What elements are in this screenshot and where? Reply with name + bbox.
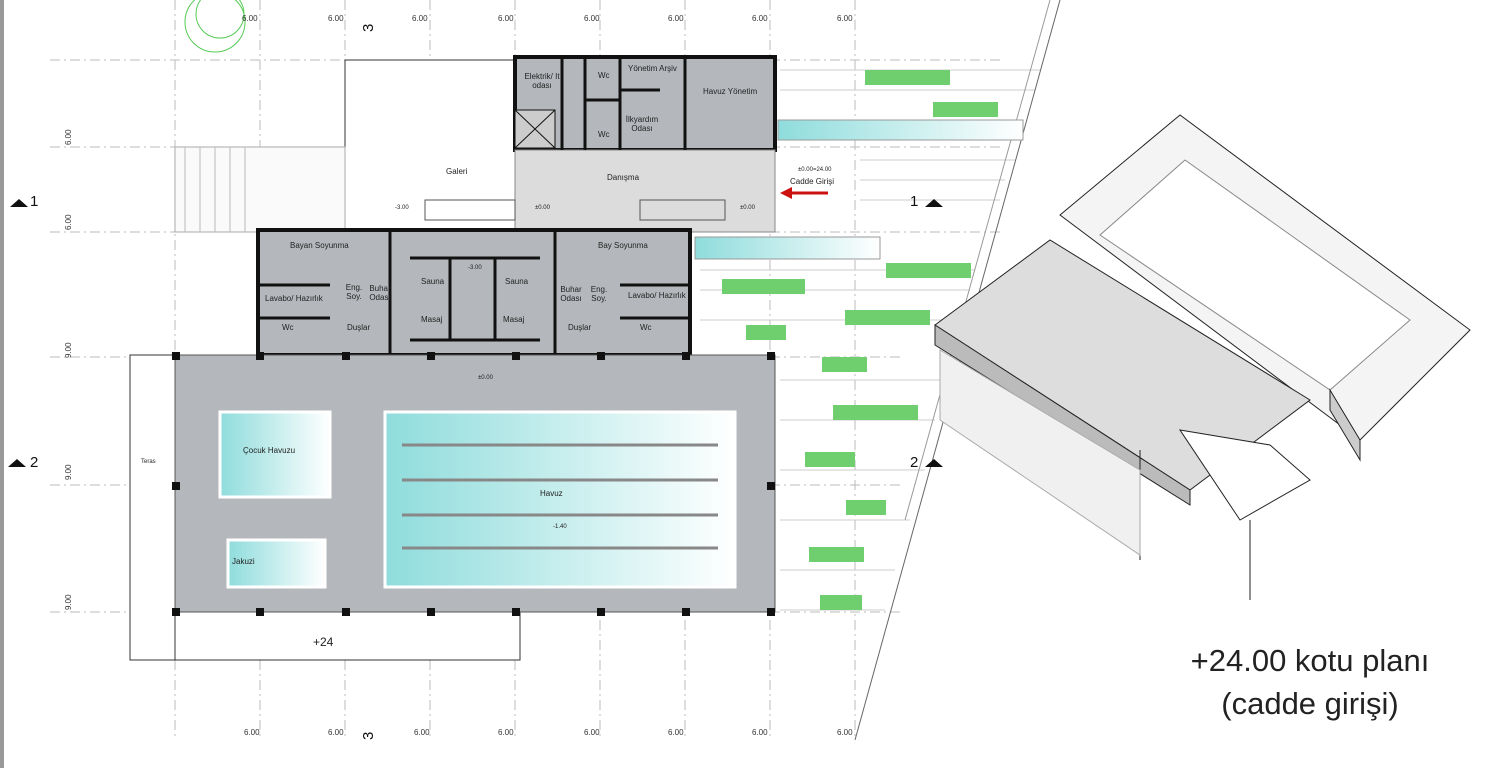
room-danisma: Danışma xyxy=(607,173,640,182)
dim-top: 6.00 xyxy=(668,14,684,23)
section-marker-2: 2 xyxy=(910,454,919,471)
dim-left: 6.00 xyxy=(64,129,73,145)
room-teras: Teras xyxy=(141,459,156,465)
dim-left: 9.00 xyxy=(64,594,73,610)
room-eng-soy: Eng. Soy. xyxy=(345,283,363,301)
level-marker: ±0.00 xyxy=(535,205,550,211)
dim-bottom: 6.00 xyxy=(498,728,514,737)
level-marker: -1.40 xyxy=(553,524,567,530)
room-lavabo: Lavabo/ Hazırlık xyxy=(265,294,323,303)
room-ilkyardim: İlkyardım Odası xyxy=(625,115,659,133)
cadde-girisi-label: Cadde Girişi xyxy=(790,177,835,186)
room-wc: Wc xyxy=(640,323,652,332)
room-arsiv: Yönetim Arşiv xyxy=(628,64,677,73)
room-jakuzi: Jakuzi xyxy=(232,557,255,566)
dim-bottom: 6.00 xyxy=(584,728,600,737)
room-buhar: Buhar Odası xyxy=(560,285,582,303)
dim-left: 6.00 xyxy=(64,214,73,230)
level-marker: -3.00 xyxy=(395,205,409,211)
dim-bottom: 6.00 xyxy=(328,728,344,737)
dim-top: 6.00 xyxy=(412,14,428,23)
section-marker-3: 3 xyxy=(360,23,377,32)
level-marker: ±0.00 xyxy=(478,375,493,381)
room-sauna: Sauna xyxy=(421,277,445,286)
plan-title: +24.00 kotu planı xyxy=(1190,643,1430,678)
room-duslar: Duşlar xyxy=(568,323,592,332)
room-wc: Wc xyxy=(598,71,610,80)
room-masaj: Masaj xyxy=(421,315,443,324)
isometric-view xyxy=(934,114,1471,600)
room-sauna: Sauna xyxy=(505,277,529,286)
room-cocuk-havuzu: Çocuk Havuzu xyxy=(243,446,296,455)
section-marker-2: 2 xyxy=(30,454,39,471)
room-eng-soy: Eng. Soy. xyxy=(590,285,608,303)
dim-top: 6.00 xyxy=(242,14,258,23)
room-havuz-yonetim: Havuz Yönetim xyxy=(703,87,758,96)
dim-bottom: 6.00 xyxy=(837,728,853,737)
room-havuz: Havuz xyxy=(540,489,563,498)
dim-bottom: 6.00 xyxy=(414,728,430,737)
section-marker-3: 3 xyxy=(360,731,377,740)
dim-top: 6.00 xyxy=(837,14,853,23)
room-wc: Wc xyxy=(282,323,294,332)
room-galeri: Galeri xyxy=(446,167,468,176)
level-marker: ±0.00 xyxy=(740,205,755,211)
room-wc: Wc xyxy=(598,130,610,139)
dim-top: 6.00 xyxy=(584,14,600,23)
dim-left: 9.00 xyxy=(64,342,73,358)
level-entry: ±0.00=24.00 xyxy=(798,167,832,173)
dim-left: 9.00 xyxy=(64,464,73,480)
room-bayan-soyunma: Bayan Soyunma xyxy=(290,241,349,250)
section-marker-1: 1 xyxy=(30,193,39,210)
dim-top: 6.00 xyxy=(328,14,344,23)
level-marker: -3.00 xyxy=(468,265,482,271)
room-duslar: Duşlar xyxy=(347,323,371,332)
level-plus24: +24 xyxy=(313,635,334,649)
dim-bottom: 6.00 xyxy=(668,728,684,737)
room-elektrik: Elektrik/ It odası xyxy=(524,72,560,90)
dim-bottom: 6.00 xyxy=(244,728,260,737)
dim-top: 6.00 xyxy=(752,14,768,23)
room-masaj: Masaj xyxy=(503,315,525,324)
plan-subtitle: (cadde girişi) xyxy=(1221,686,1399,721)
dim-top: 6.00 xyxy=(498,14,514,23)
dim-bottom: 6.00 xyxy=(752,728,768,737)
section-marker-1: 1 xyxy=(910,193,919,210)
room-bay-soyunma: Bay Soyunma xyxy=(598,241,648,250)
room-lavabo: Lavabo/ Hazırlık xyxy=(628,291,686,300)
room-buhar: Buhar Odası xyxy=(369,284,391,302)
